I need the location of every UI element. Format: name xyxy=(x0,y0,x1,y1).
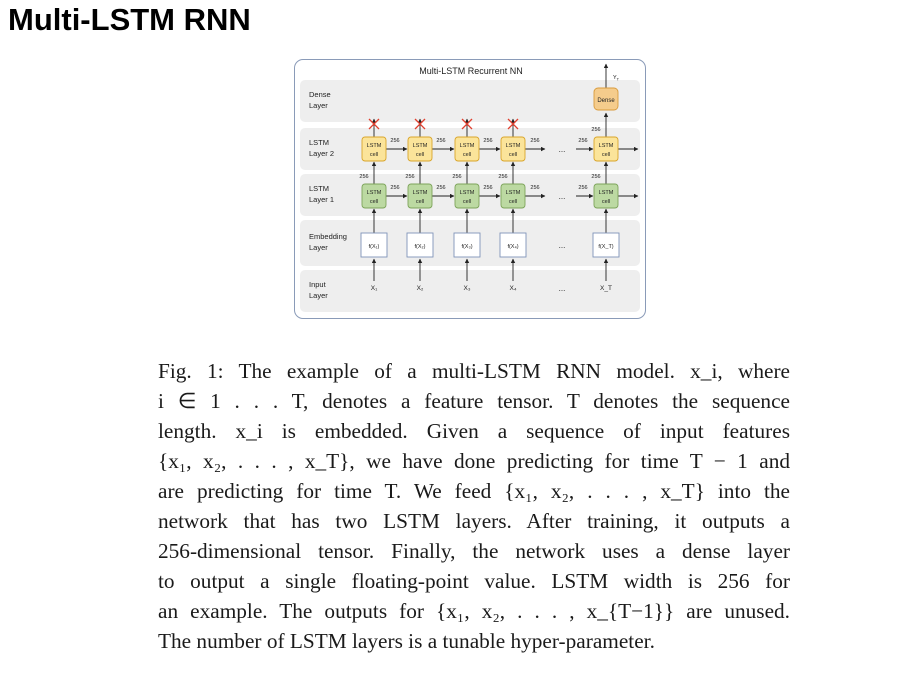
unused-output-cross xyxy=(414,118,426,130)
lstm-cell-layer2-label: LSTM xyxy=(506,143,521,149)
unused-output-cross xyxy=(461,118,473,130)
lstm-cell-layer1-label: LSTM xyxy=(460,190,475,196)
embedding-box xyxy=(406,232,434,258)
lstm-cell-layer2 xyxy=(407,136,433,162)
caption-line: to output a single floating-point value.… xyxy=(158,569,790,593)
caption-line: length. x_i is embedded. Given a sequenc… xyxy=(158,419,790,443)
width-label: 256 xyxy=(405,174,414,180)
layer-label-lstm1: LSTM xyxy=(309,184,329,193)
layer-label-dense: Dense xyxy=(309,90,331,99)
width-label: 256 xyxy=(483,138,492,144)
lstm-cell-layer2-label: cell xyxy=(463,152,471,158)
lstm-cell-layer2-label: LSTM xyxy=(599,143,614,149)
lstm-cell-layer1-label: cell xyxy=(463,199,471,205)
layer-label-input: Input xyxy=(309,280,327,289)
dense-label: Dense xyxy=(597,98,615,104)
width-label: 256 xyxy=(359,174,368,180)
lstm-cell-layer1-label: cell xyxy=(416,199,424,205)
caption-line: network that has two LSTM layers. After … xyxy=(158,509,790,533)
layer-label-lstm2: LSTM xyxy=(309,138,329,147)
lstm-cell-layer1 xyxy=(454,183,480,209)
lstm-cell-layer1-label: LSTM xyxy=(367,190,382,196)
input-label: X₄ xyxy=(510,285,517,292)
lstm-cell-layer2-label: LSTM xyxy=(460,143,475,149)
width-label: 256 xyxy=(530,185,539,191)
lstm-cell-layer1-label: cell xyxy=(602,199,610,205)
embedding-label: f(X₃) xyxy=(461,244,472,250)
unused-output-cross xyxy=(507,118,519,130)
width-label: 256 xyxy=(436,185,445,191)
lstm-cell-layer2 xyxy=(593,136,619,162)
layer-label-dense: Layer xyxy=(309,101,328,110)
output-label: YT xyxy=(613,75,620,82)
layer-label-lstm2: Layer 2 xyxy=(309,149,334,158)
lstm-cell-layer2 xyxy=(500,136,526,162)
width-label: 256 xyxy=(436,138,445,144)
embedding-label: f(X₁) xyxy=(369,244,380,250)
lstm-cell-layer2-label: cell xyxy=(509,152,517,158)
lstm-cell-layer1-label: LSTM xyxy=(413,190,428,196)
embedding-box xyxy=(499,232,527,258)
lstm-cell-layer1 xyxy=(407,183,433,209)
width-label: 256 xyxy=(591,174,600,180)
lstm-cell-layer2-label: cell xyxy=(416,152,424,158)
caption-line: i ∈ 1 . . . T, denotes a feature tensor.… xyxy=(158,389,790,413)
ellipsis-lstm1: ... xyxy=(559,192,566,201)
lstm-cell-layer2-label: cell xyxy=(370,152,378,158)
layer-label-lstm1: Layer 1 xyxy=(309,195,334,204)
input-label: X₃ xyxy=(464,285,471,292)
lstm-cell-layer1-label: cell xyxy=(370,199,378,205)
caption-line: are predicting for time T. We feed {x₁, … xyxy=(158,479,790,503)
width-label: 256 xyxy=(530,138,539,144)
lstm-cell-layer1-label: cell xyxy=(509,199,517,205)
ellipsis-embedding: ... xyxy=(559,241,566,250)
embedding-label: f(X₄) xyxy=(507,244,518,250)
slide-title: Multi-LSTM RNN xyxy=(8,2,251,37)
layer-label-embedding: Layer xyxy=(309,243,328,252)
embedding-box xyxy=(453,232,481,258)
lstm-cell-layer1 xyxy=(361,183,387,209)
lstm-cell-layer1 xyxy=(500,183,526,209)
lstm-cell-layer1-label: LSTM xyxy=(506,190,521,196)
lstm-cell-layer1-label: LSTM xyxy=(599,190,614,196)
lstm-cell-layer2 xyxy=(361,136,387,162)
layer-band-input xyxy=(300,270,640,312)
caption-line: {x₁, x₂, . . . , x_T}, we have done pred… xyxy=(158,449,790,473)
width-label: 256 xyxy=(578,138,587,144)
width-label: 256 xyxy=(390,138,399,144)
input-label: X_T xyxy=(600,285,612,292)
embedding-label: f(X_T) xyxy=(598,244,613,250)
layer-label-input: Layer xyxy=(309,291,328,300)
dense-node xyxy=(593,87,619,111)
embedding-box xyxy=(592,232,620,258)
lstm-cell-layer1 xyxy=(593,183,619,209)
input-label: X₂ xyxy=(417,285,424,292)
embedding-label: f(X₂) xyxy=(415,244,426,250)
lstm-cell-layer2-label: cell xyxy=(602,152,610,158)
input-label: X₁ xyxy=(371,285,378,292)
width-label: 256 xyxy=(498,174,507,180)
width-label: 256 xyxy=(390,185,399,191)
lstm-cell-layer2-label: LSTM xyxy=(367,143,382,149)
width-label: 256 xyxy=(483,185,492,191)
ellipsis-lstm2: ... xyxy=(559,145,566,154)
figure-caption: Fig. 1: The example of a multi-LSTM RNN … xyxy=(158,356,790,656)
lstm-cell-layer2 xyxy=(454,136,480,162)
embedding-box xyxy=(360,232,388,258)
diagram-title: Multi-LSTM Recurrent NN xyxy=(419,66,523,76)
lstm-cell-layer2-label: LSTM xyxy=(413,143,428,149)
ellipsis-input: ... xyxy=(559,284,566,293)
caption-line: Fig. 1: The example of a multi-LSTM RNN … xyxy=(158,359,790,383)
caption-line: The number of LSTM layers is a tunable h… xyxy=(158,629,655,653)
caption-line: an example. The outputs for {x₁, x₂, . .… xyxy=(158,599,790,623)
width-label: 256 xyxy=(452,174,461,180)
layer-label-embedding: Embedding xyxy=(309,232,347,241)
width-label: 256 xyxy=(578,185,587,191)
unused-output-cross xyxy=(368,118,380,130)
width-label: 256 xyxy=(591,127,600,133)
caption-line: 256-dimensional tensor. Finally, the net… xyxy=(158,539,790,563)
layer-band-dense xyxy=(300,80,640,122)
